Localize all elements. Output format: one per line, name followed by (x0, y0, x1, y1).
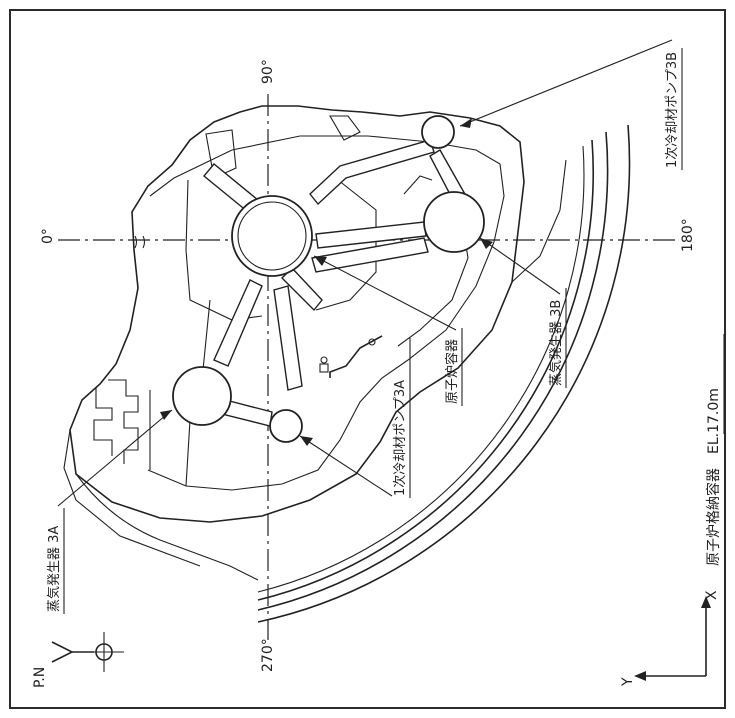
north-arrow: P.N (32, 632, 124, 688)
label-pump-3b: 1次冷却材ポンプ3B (664, 48, 683, 170)
steam-generator-3b (423, 191, 485, 253)
label-containment: 原子炉格納容器 EL.17.0m (705, 334, 725, 566)
label-sg-3a: 蒸気発生器 3A (46, 508, 65, 614)
tick-arcs (134, 235, 146, 249)
angle-90-label: 90° (260, 59, 276, 84)
sheet-border (9, 9, 726, 709)
containment-wall-arcs (257, 124, 631, 623)
pipe-fitting (319, 335, 383, 378)
angle-270-label: 270° (260, 638, 276, 672)
label-reactor-vessel: 原子炉容器 (444, 328, 463, 406)
x-axis-label: X (704, 590, 720, 600)
north-label: P.N (32, 667, 48, 688)
y-axis-label: Y (620, 677, 636, 687)
stepped-walls (93, 379, 151, 470)
sg-3a-label: 蒸気発生器 3A (46, 526, 62, 612)
pump-3a-label: 1次冷却材ポンプ3A (392, 380, 408, 496)
steam-generator-3a (172, 366, 232, 426)
label-sg-3b: 蒸気発生器 3B (548, 288, 567, 388)
containment-label: 原子炉格納容器 EL.17.0m (705, 388, 722, 566)
reactor-vessel (231, 195, 313, 277)
label-pump-3a: 1次冷却材ポンプ3A (392, 338, 411, 498)
piping (203, 139, 467, 427)
angle-180-label: 180° (680, 218, 696, 252)
pump-3b-label: 1次冷却材ポンプ3B (664, 52, 680, 168)
coolant-pump-3a (269, 409, 303, 443)
coolant-pump-3b (421, 115, 455, 149)
angle-0-label: 0° (40, 228, 56, 244)
floor-outline (63, 105, 567, 581)
reactor-vessel-label: 原子炉容器 (444, 339, 460, 404)
leader-lines (57, 39, 673, 507)
sg-3b-label: 蒸気発生器 3B (548, 300, 564, 386)
xy-axes: X Y (620, 590, 720, 687)
